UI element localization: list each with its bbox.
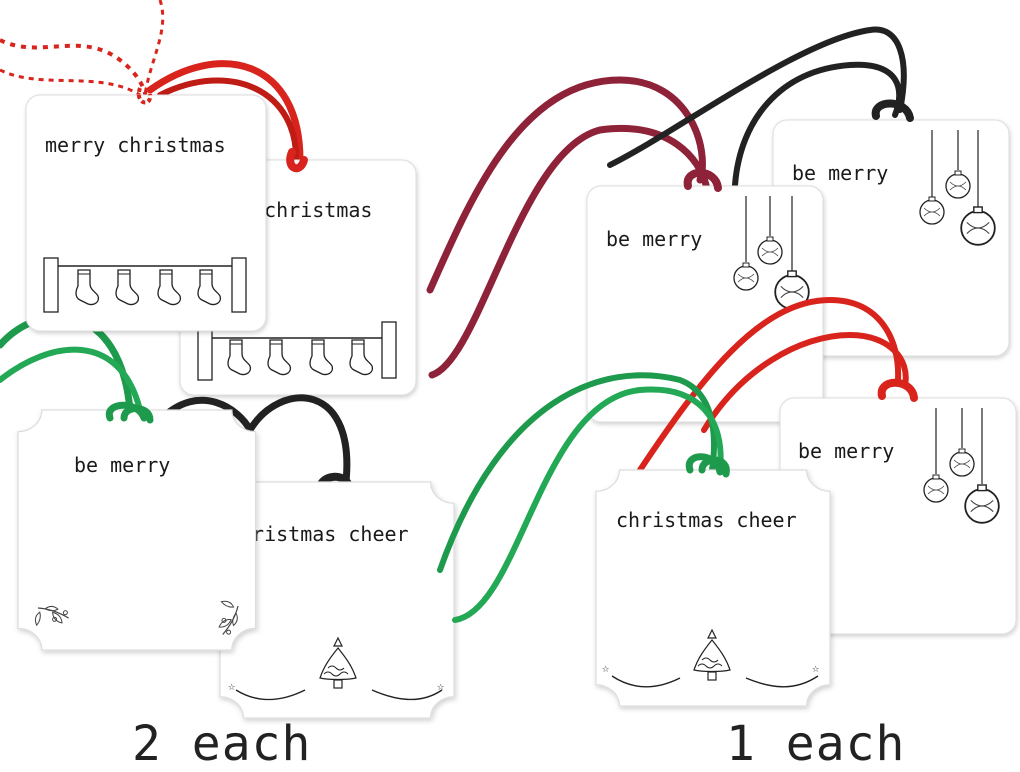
tag-text-be-merry-ornaments-top: be merry [792, 161, 888, 185]
ornament-icon [923, 408, 1000, 524]
tag-text-merry-christmas-front: merry christmas [45, 133, 226, 157]
red-cord [701, 331, 909, 433]
tag-text-christmas-cheer-left: hristmas cheer [240, 522, 409, 546]
red-cord [146, 60, 304, 164]
red-cord [637, 296, 902, 473]
tag-be-merry-scalloped [17, 409, 257, 651]
tag-text-christmas-cheer-right: christmas cheer [616, 508, 797, 532]
black-cord [732, 61, 903, 188]
maroon-cord [426, 76, 706, 294]
caption-quantity-right: 1 each [726, 716, 906, 772]
tag-text-be-merry-scalloped: be merry [74, 453, 170, 477]
star-icon: ☆ [602, 661, 609, 675]
twine-string [0, 0, 165, 111]
tag-merry-christmas-front [25, 94, 267, 332]
scroll-flourish [611, 675, 819, 688]
star-icon: ☆ [228, 679, 235, 693]
tag-christmas-cheer-right [595, 469, 831, 707]
scroll-flourish [235, 689, 443, 701]
tag-text-be-merry-ornaments-mid: be merry [606, 227, 702, 251]
star-icon: ☆ [437, 679, 444, 693]
ornament-icon [919, 130, 996, 246]
green-cord [0, 346, 143, 413]
black-cord [607, 26, 907, 168]
stocking-line-back [197, 321, 397, 381]
stocking-line-front [43, 257, 247, 313]
caption-quantity-left: 2 each [132, 716, 312, 772]
green-cord [452, 386, 724, 623]
green-cord [437, 372, 717, 573]
ornament-icon [733, 196, 810, 310]
red-cord [157, 77, 300, 168]
maroon-cord [428, 125, 710, 379]
tag-text-be-merry-ornaments-low: be merry [798, 439, 894, 463]
star-icon: ☆ [812, 661, 819, 675]
black-cord [156, 394, 351, 494]
